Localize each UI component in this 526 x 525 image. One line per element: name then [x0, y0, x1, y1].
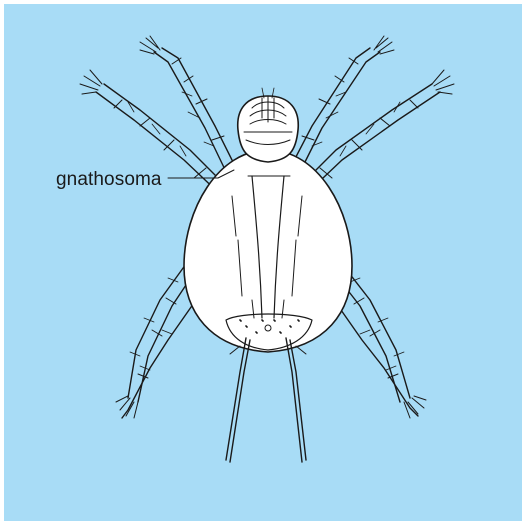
mite-body	[184, 150, 352, 462]
leg-second-right	[300, 70, 454, 196]
illustration-panel: gnathosoma	[4, 4, 522, 521]
gnathosoma-label: gnathosoma	[56, 169, 162, 191]
idiosoma	[184, 150, 352, 352]
mite-illustration	[4, 4, 522, 521]
leg-front-left	[140, 36, 240, 180]
gnathosoma	[238, 88, 299, 162]
leg-front-right	[286, 36, 394, 180]
